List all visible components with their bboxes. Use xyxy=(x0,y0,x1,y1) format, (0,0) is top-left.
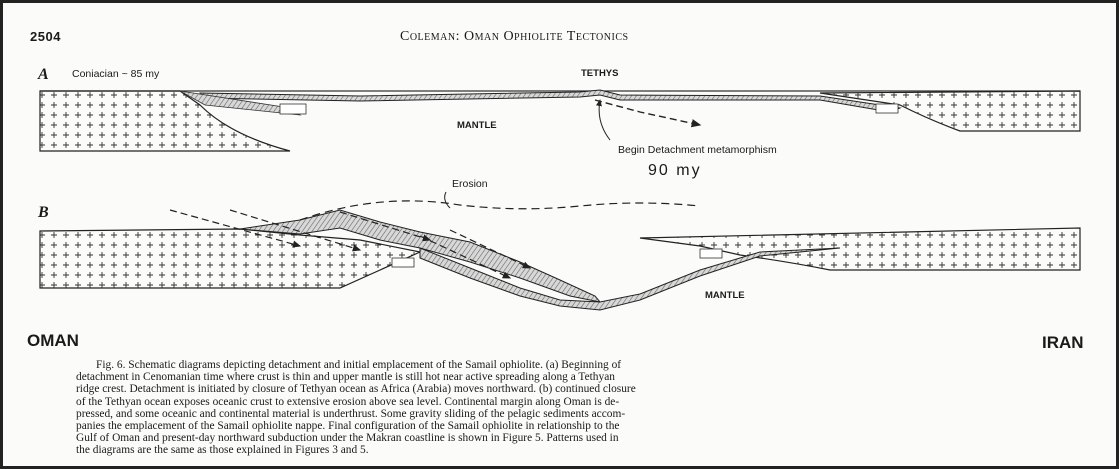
caption-line: Fig. 6. Schematic diagrams depicting det… xyxy=(76,359,1076,371)
caption-line: ridge crest. Detachment is initiated by … xyxy=(76,383,1076,395)
running-head: Coleman: Oman Ophiolite Tectonics xyxy=(400,29,629,45)
handwritten-age: 90 my xyxy=(648,162,702,180)
panel-a-section xyxy=(40,90,1080,151)
panel-b-section xyxy=(40,192,1080,310)
oman-continental-crust-b xyxy=(40,229,420,288)
caption-line: Gulf of Oman and present-day northward s… xyxy=(76,432,1076,444)
erosion-leader-b xyxy=(445,192,450,208)
oman-continental-crust-a xyxy=(40,91,290,151)
caption-line: of the Tethyan ocean exposes oceanic cru… xyxy=(76,396,1076,408)
caption-line: detachment in Cenomanian time where crus… xyxy=(76,371,1076,383)
figure-caption: Fig. 6. Schematic diagrams depicting det… xyxy=(76,359,1076,457)
region-iran: IRAN xyxy=(1042,333,1084,353)
detachment-thrust-a xyxy=(595,100,700,125)
iran-continental-crust-a xyxy=(820,91,1080,131)
page-number: 2504 xyxy=(30,29,61,44)
caption-line: pressed, and some oceanic and continenta… xyxy=(76,408,1076,420)
panel-a-label: A xyxy=(38,66,49,84)
region-oman: OMAN xyxy=(27,331,79,351)
annotation-leader-a xyxy=(599,100,610,140)
erosion-label: Erosion xyxy=(452,178,488,190)
mantle-label-a: MANTLE xyxy=(457,120,497,131)
caption-line: the diagrams are the same as those expla… xyxy=(76,444,1076,456)
mantle-label-b: MANTLE xyxy=(705,290,745,301)
panel-b-label: B xyxy=(38,204,49,222)
tethys-label: TETHYS xyxy=(581,68,618,79)
caption-line: panies the emplacement of the Samail oph… xyxy=(76,420,1076,432)
age-note: Coniacian ~ 85 my xyxy=(72,68,159,80)
detachment-annotation: Begin Detachment metamorphism xyxy=(618,144,777,156)
